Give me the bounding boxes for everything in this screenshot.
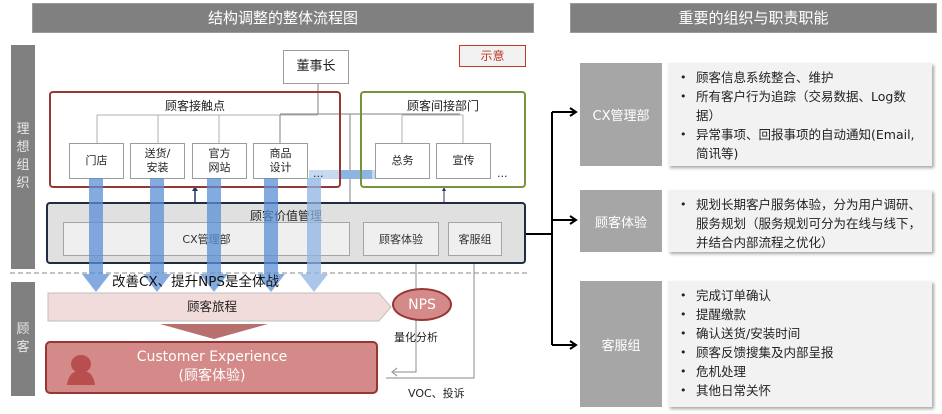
touchpoint-website: 官方 网站 <box>192 143 247 179</box>
duties-customer-experience: 规划长期客户服务体验，分为用户调研、服务规划（服务规划可分为在线与线下，并结合内… <box>668 190 932 252</box>
dept-customer-service: 客服组 <box>580 281 662 407</box>
duties-cx-mgmt: 顾客信息系统整合、维护 所有客户行为追踪（交易数据、Log数据） 异常事项、回报… <box>668 63 932 166</box>
duty-item: 顾客信息系统整合、维护 <box>678 68 924 87</box>
customer-journey-chevron <box>47 292 392 322</box>
dept-cx-mgmt: CX管理部 <box>580 63 662 166</box>
dept-publicity: 宣传 <box>436 143 491 179</box>
right-panel-title: 重要的组织与职责职能 <box>570 3 937 33</box>
slogan-text: 改善CX、提升NPS是全体战 <box>112 274 279 290</box>
customer-experience-box: Customer Experience (顾客体验) <box>45 341 378 394</box>
indirect-dept-group: 顾客间接部门 <box>360 91 526 188</box>
journey-to-cx-arrow <box>160 324 268 339</box>
duty-item: 异常事项、回报事项的自动通知(Email, 简讯等) <box>678 125 924 163</box>
direct-contact-group: 顾客接触点 <box>49 91 341 188</box>
cx-subtitle: (顾客体验) <box>178 368 246 384</box>
indirect-dept-title: 顾客间接部门 <box>406 99 479 113</box>
voc-caption: VOC、投诉 <box>408 387 465 400</box>
customer-journey-label: 顾客旅程 <box>186 299 237 314</box>
dept-general-affairs: 总务 <box>375 143 430 179</box>
duty-item: 所有客户行为追踪（交易数据、Log数据） <box>678 87 924 125</box>
unit-cx-mgmt: CX管理部 <box>63 222 350 256</box>
person-icon <box>67 355 95 385</box>
nps-badge: NPS <box>392 288 452 321</box>
dept-customer-experience: 顾客体验 <box>580 190 662 252</box>
nps-caption: 量化分析 <box>394 331 438 344</box>
duty-item: 完成订单确认 <box>678 286 924 305</box>
duty-item: 确认送货/安装时间 <box>678 324 924 343</box>
unit-customer-service: 客服组 <box>448 222 502 256</box>
duty-item: 顾客反馈搜集及内部呈报 <box>678 343 924 362</box>
unit-customer-experience: 顾客体验 <box>363 222 439 256</box>
duty-item: 危机处理 <box>678 362 924 381</box>
touchpoint-delivery: 送货/ 安装 <box>130 143 185 179</box>
duty-item: 规划长期客户服务体验，分为用户调研、服务规划（服务规划可分为在线与线下，并结合内… <box>678 195 924 252</box>
chairman-node: 董事长 <box>283 50 349 84</box>
direct-ellipsis: ... <box>313 167 324 180</box>
schematic-badge: 示意 <box>459 45 526 67</box>
touchpoint-product-design: 商品 设计 <box>253 143 308 179</box>
section-label-customer: 顾 客 <box>11 282 35 396</box>
duty-item: 提醒缴款 <box>678 305 924 324</box>
left-panel-title: 结构调整的整体流程图 <box>32 3 534 33</box>
indirect-ellipsis: ... <box>497 167 508 180</box>
duties-customer-service: 完成订单确认 提醒缴款 确认送货/安装时间 顾客反馈搜集及内部呈报 危机处理 其… <box>668 281 932 407</box>
section-label-ideal-org: 理 想 组 织 <box>11 45 35 269</box>
direct-contact-title: 顾客接触点 <box>164 99 225 113</box>
cx-title: Customer Experience <box>136 349 288 365</box>
duty-item: 其他日常关怀 <box>678 381 924 400</box>
touchpoint-store: 门店 <box>69 143 124 179</box>
